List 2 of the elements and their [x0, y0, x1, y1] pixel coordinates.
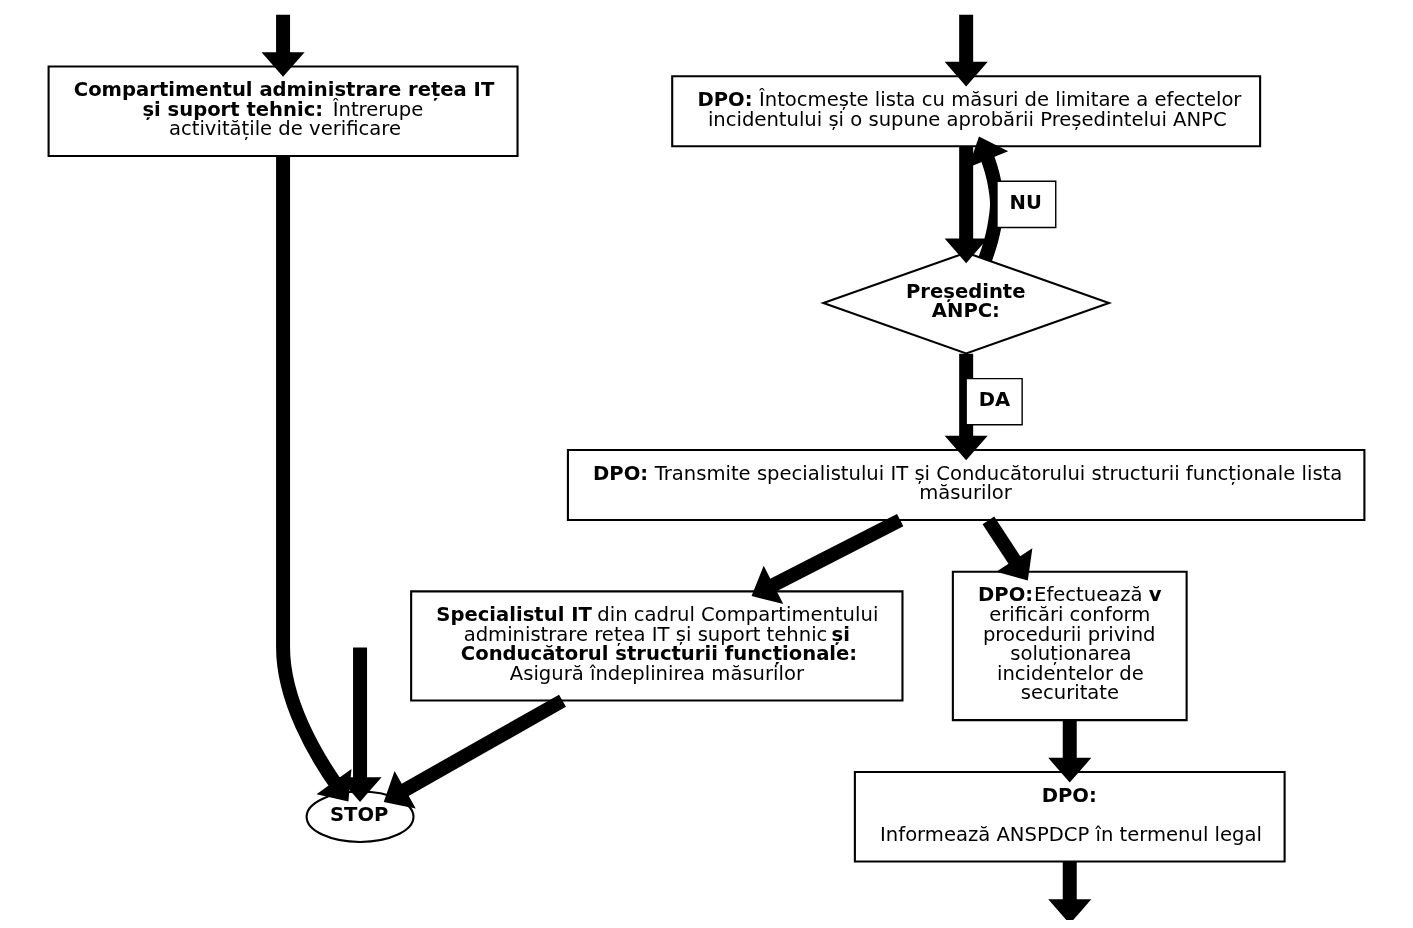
- edge-label: DA: [978, 388, 1011, 412]
- edge-label: NU: [1009, 190, 1042, 214]
